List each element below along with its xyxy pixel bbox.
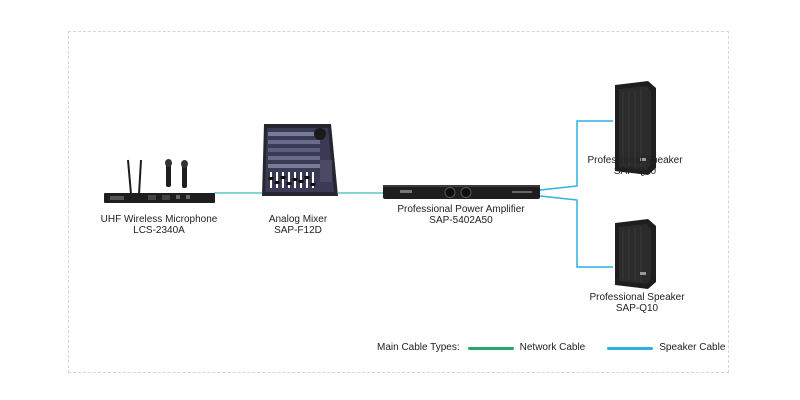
microphone-model: LCS-2340A xyxy=(133,225,185,236)
speaker-bottom-name: Professional Speaker xyxy=(589,292,685,303)
mixer-model: SAP-F12D xyxy=(274,225,322,236)
legend-speaker-label: Speaker Cable xyxy=(659,342,726,353)
speaker-cable-swatch xyxy=(607,346,654,350)
speaker-bottom-icon xyxy=(615,219,656,289)
mixer-name: Analog Mixer xyxy=(268,214,328,225)
legend-network-label: Network Cable xyxy=(519,342,586,353)
amp-to-speaker-top-line xyxy=(539,120,613,191)
wireless-microphone-icon xyxy=(104,159,215,203)
cable-legend: Main Cable Types: Network Cable Speaker … xyxy=(377,342,725,354)
speaker-top-model: SAP-Q10 xyxy=(613,166,657,177)
speaker-top-label: Professional Speaker SAP-Q10 xyxy=(575,155,695,177)
power-amplifier-icon xyxy=(383,185,540,199)
speaker-bottom-model: SAP-Q10 xyxy=(615,303,659,314)
amp-to-speaker-bottom-line xyxy=(539,195,613,268)
mixer-label: Analog Mixer SAP-F12D xyxy=(248,214,348,236)
analog-mixer-icon xyxy=(262,124,338,196)
speaker-top-name: Professional Speaker xyxy=(587,155,683,166)
speaker-top-icon xyxy=(615,81,656,175)
amplifier-label: Professional Power Amplifier SAP-5402A50 xyxy=(383,204,539,226)
diagram-frame xyxy=(68,31,729,373)
microphone-label: UHF Wireless Microphone LCS-2340A xyxy=(99,214,219,236)
amplifier-name: Professional Power Amplifier xyxy=(397,204,525,215)
network-cable-swatch xyxy=(467,346,514,350)
speaker-bottom-label: Professional Speaker SAP-Q10 xyxy=(577,292,697,314)
legend-title: Main Cable Types: xyxy=(377,342,460,353)
amplifier-model: SAP-5402A50 xyxy=(429,215,493,226)
microphone-name: UHF Wireless Microphone xyxy=(100,214,218,225)
